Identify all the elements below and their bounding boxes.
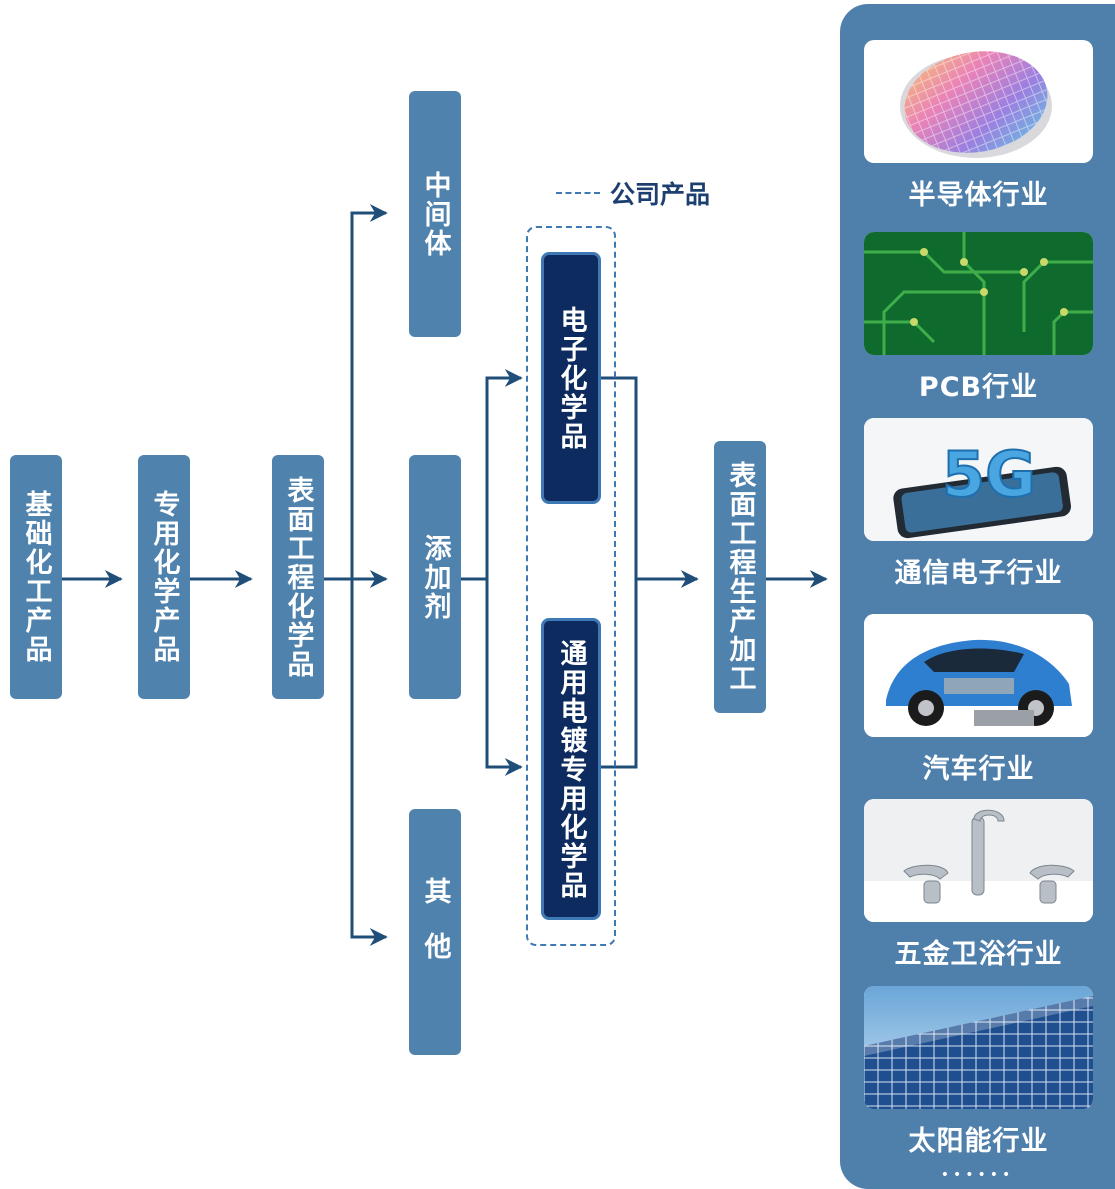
5g-smartphone-image: 5G bbox=[864, 418, 1093, 541]
box-others: 其他 bbox=[409, 809, 461, 1055]
industry-pcb: PCB行业 bbox=[864, 232, 1093, 404]
industry-automotive: 汽车行业 bbox=[864, 614, 1093, 786]
arrow-to-intermediate bbox=[350, 204, 388, 579]
solar-panel-image bbox=[864, 986, 1093, 1109]
box-plating-chemicals-label: 通用电镀专用化学品 bbox=[555, 638, 587, 900]
circuit-board-image bbox=[864, 232, 1093, 355]
industry-label: 汽车行业 bbox=[922, 754, 1035, 785]
box-electronic-chemicals: 电子化学品 bbox=[541, 252, 601, 504]
box-plating-chemicals: 通用电镀专用化学品 bbox=[541, 618, 601, 920]
legend-dash-line bbox=[556, 192, 600, 194]
box-others-label: 其他 bbox=[419, 877, 451, 987]
box-electronic-chemicals-label: 电子化学品 bbox=[555, 305, 587, 451]
industry-label: 太阳能行业 bbox=[908, 1126, 1049, 1157]
box-surface-processing: 表面工程生产加工 bbox=[714, 441, 766, 713]
legend: 公司产品 bbox=[556, 175, 710, 211]
box-intermediate-label: 中间体 bbox=[419, 170, 451, 258]
box-additive: 添加剂 bbox=[409, 455, 461, 699]
box-additive-label: 添加剂 bbox=[419, 533, 451, 621]
svg-text:5G: 5G bbox=[942, 438, 1036, 511]
faucet-image bbox=[864, 799, 1093, 922]
silicon-wafer-image bbox=[864, 40, 1093, 163]
electric-car-image bbox=[864, 614, 1093, 737]
industry-label: PCB行业 bbox=[918, 372, 1039, 403]
arrow-to-electronic bbox=[485, 369, 523, 579]
legend-label: 公司产品 bbox=[610, 180, 711, 209]
more-indicator: •••••• bbox=[940, 1167, 1015, 1183]
industry-semiconductor: 半导体行业 bbox=[864, 40, 1093, 212]
company-products-group bbox=[526, 226, 616, 946]
arrow-to-others bbox=[350, 579, 388, 946]
industries-panel: 半导体行业 PCB行业 bbox=[840, 4, 1115, 1189]
box-basic-chemicals-label: 基础化工产品 bbox=[20, 490, 52, 664]
box-surface-chemicals-label: 表面工程化学品 bbox=[282, 475, 314, 679]
box-surface-chemicals: 表面工程化学品 bbox=[272, 455, 324, 699]
industry-label: 半导体行业 bbox=[908, 180, 1049, 211]
industry-label: 通信电子行业 bbox=[894, 558, 1063, 589]
box-intermediate: 中间体 bbox=[409, 91, 461, 337]
box-special-chemicals-label: 专用化学产品 bbox=[148, 490, 180, 664]
box-surface-processing-label: 表面工程生产加工 bbox=[724, 461, 756, 693]
bracket-products bbox=[599, 376, 638, 769]
box-basic-chemicals: 基础化工产品 bbox=[10, 455, 62, 699]
arrow-to-plating bbox=[485, 579, 523, 776]
industry-label: 五金卫浴行业 bbox=[894, 939, 1063, 970]
industry-telecom: 5G 通信电子行业 bbox=[864, 418, 1093, 590]
box-special-chemicals: 专用化学产品 bbox=[138, 455, 190, 699]
industry-hardware-sanitary: 五金卫浴行业 bbox=[864, 799, 1093, 971]
industry-solar: 太阳能行业 bbox=[864, 986, 1093, 1158]
